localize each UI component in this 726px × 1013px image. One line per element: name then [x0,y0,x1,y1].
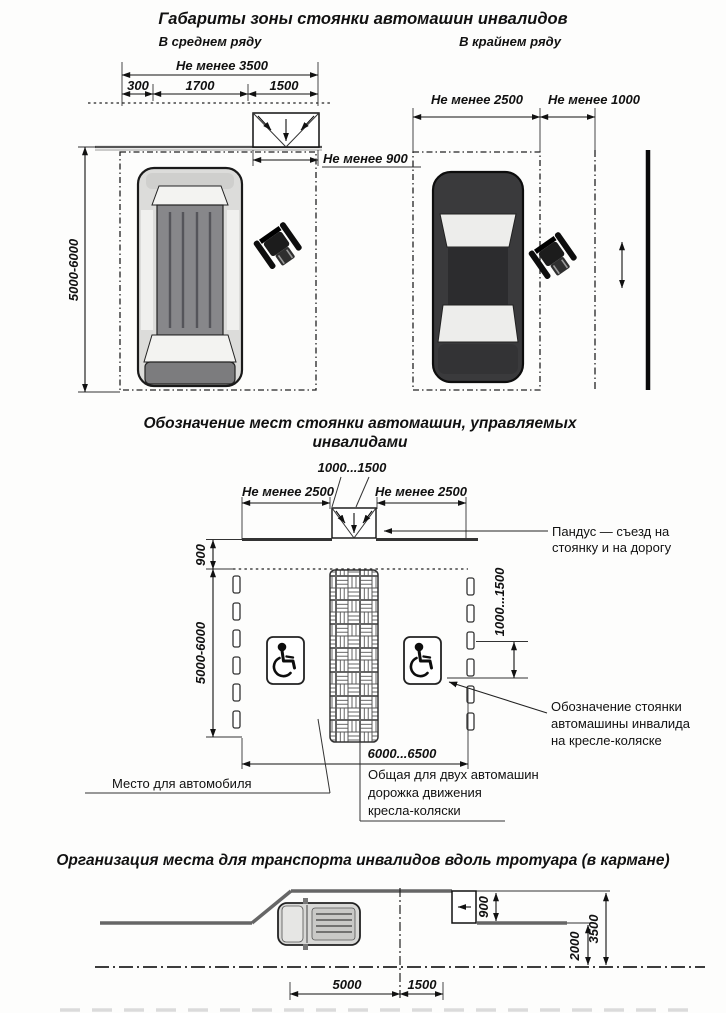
wheelchair-user-icon-left [251,220,306,274]
ramp-width-dimension: Не менее 900 [252,150,421,168]
car-top-view-light [136,166,244,388]
dim-right-spot-2500: Не менее 2500 [375,484,468,499]
ramp-label-line1: Пандус — съезд на [552,524,670,539]
shared-path-label-line2: дорожка движения [368,785,482,800]
dim-6000-6500: 6000...6500 [368,746,437,761]
bottom-length-dimensions: 5000 1500 [289,977,444,1000]
dim-ramp-1000-1500: 1000...1500 [318,460,387,475]
dim-300: 300 [127,78,149,93]
shared-path-label: Общая для двух автомашин дорожка движени… [359,742,539,822]
stall-lane-markings [232,575,475,731]
pocket-depth-dimension: 900 [476,892,499,922]
edge-row-dimension-lines: Не менее 2500 Не менее 1000 [412,92,641,152]
section3-title: Организация места для транспорта инвалид… [56,852,669,869]
dim-1500-bottom: 1500 [408,977,438,992]
depth-dimension-middle: 5000-6000 [193,568,242,738]
car-top-view-horizontal [277,898,361,950]
sign-label-line1: Обозначение стоянки [551,699,682,714]
dim-left-spot-2500: Не менее 2500 [242,484,335,499]
curb-ramp-icon-bottom [451,890,477,924]
curb-lines [100,889,610,925]
dim-3500: 3500 [586,914,601,944]
section2-title-line2: инвалидами [312,434,408,451]
page-title: Габариты зоны стоянки автомашин инвалидо… [158,10,567,28]
car-top-view-dark [431,170,525,384]
subtitle-middle-row: В среднем ряду [159,34,263,49]
dim-min-3500: Не менее 3500 [176,58,269,73]
road-half-dimension: 2000 [567,922,596,966]
dim-900-bottom: 900 [476,895,491,917]
total-depth-dimension: 3500 [586,892,609,966]
total-width-dimension: 6000...6500 [241,688,469,769]
section2-title-line1: Обозначение мест стоянки автомашин, упра… [144,415,578,432]
sign-label-line3: на кресле-коляске [551,733,662,748]
parking-stall-outline-left [119,151,317,391]
middle-row-dimension-lines: Не менее 3500 300 1700 1500 [88,58,332,106]
shared-path-label-line1: Общая для двух автомашин [368,767,539,782]
car-space-label-text: Место для автомобиля [112,776,252,791]
shared-path-label-line3: кресла-коляски [368,803,461,818]
wheelchair-user-icon-right [526,230,581,284]
dim-5000-6000-middle: 5000-6000 [193,621,208,684]
section2-top-dimensions: 1000...1500 Не менее 2500 Не менее 2500 [241,460,468,540]
sign-label-line2: автомашины инвалида [551,716,691,731]
car-space-label: Место для автомобиля [85,718,331,794]
parking-stall-outline-right [412,151,541,391]
dim-min-1000: Не менее 1000 [548,92,641,107]
dim-2000: 2000 [567,931,582,962]
sign-label-leader [448,681,548,714]
ramp-label-line2: стоянку и на дорогу [552,540,672,555]
dim-5000: 5000 [333,977,363,992]
wheelchair-path-paving [329,569,379,743]
section-curbside-pocket-parking: Организация места для транспорта инвалид… [56,852,705,1012]
depth-dimension-left: 5000-6000 [66,146,120,393]
dim-1700: 1700 [186,78,216,93]
dim-min-900: Не менее 900 [323,151,408,166]
dim-1500: 1500 [270,78,300,93]
subtitle-edge-row: В крайнем ряду [459,34,562,49]
sidewalk-width-dimension: 900 [193,539,242,570]
dim-sign-1000-1500: 1000...1500 [492,567,507,636]
dim-min-2500: Не менее 2500 [431,92,524,107]
section-marking-of-parking-places: Обозначение мест стоянки автомашин, упра… [85,415,691,822]
dim-5000-6000-left: 5000-6000 [66,238,81,301]
sign-offset-dimension: 1000...1500 [447,567,528,679]
accessible-parking-sign-left [265,635,306,686]
accessible-parking-sign-right [402,635,443,686]
curb-ramp-icon [252,112,320,148]
dim-900: 900 [193,543,208,565]
curb-ramp-icon-middle [331,507,377,539]
section-top-parking-dimensions: Габариты зоны стоянки автомашин инвалидо… [66,10,651,393]
